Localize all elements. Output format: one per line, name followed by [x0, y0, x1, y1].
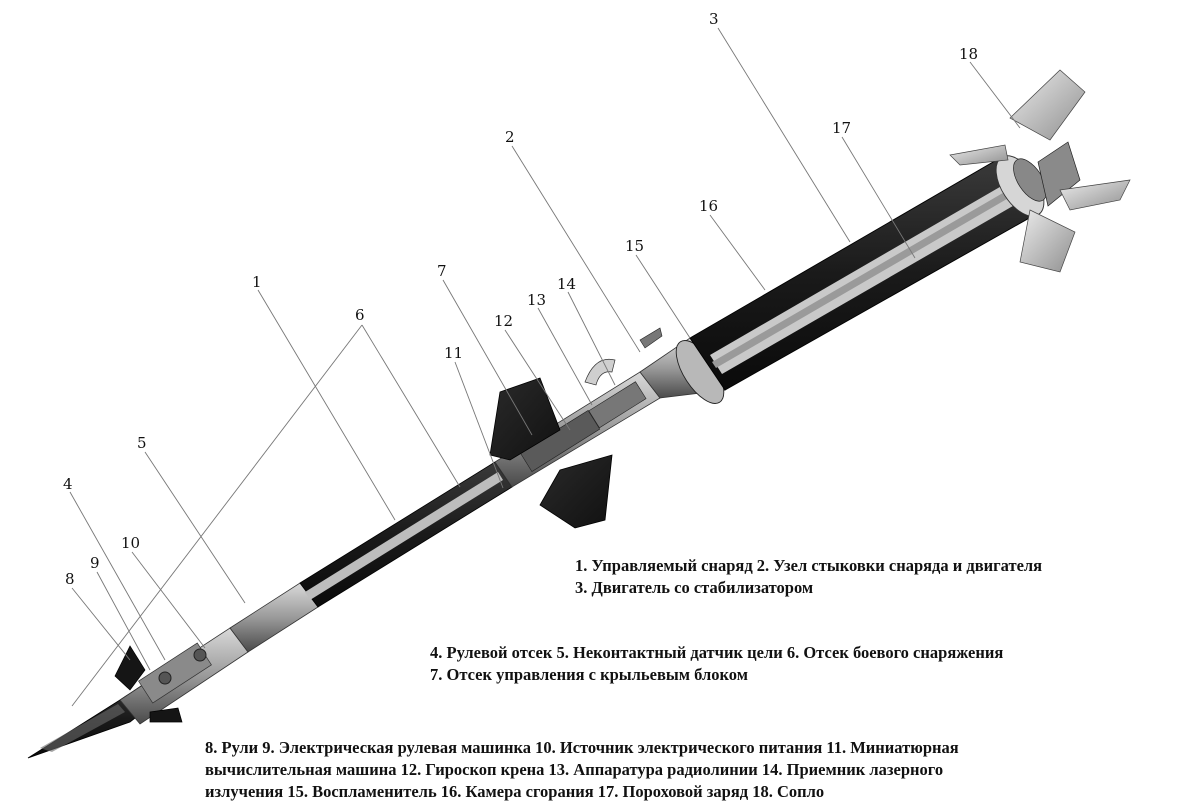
callout-8: 8 [65, 570, 75, 588]
legend-block-2: 4. Рулевой отсек 5. Неконтактный датчик … [430, 642, 1003, 686]
callout-6: 6 [355, 306, 365, 324]
guided-projectile-body [27, 371, 661, 759]
callout-17: 17 [832, 119, 851, 137]
wing-upper [489, 377, 561, 461]
legend-line-7: излучения 15. Воспламенитель 16. Камера … [205, 782, 825, 801]
rudder-upper [114, 645, 146, 691]
callout-1: 1 [252, 273, 262, 291]
legend-line-2: 3. Двигатель со стабилизатором [575, 578, 814, 597]
legend-block-3: 8. Рули 9. Электрическая рулевая машинка… [205, 737, 959, 803]
legend-block-1: 1. Управляемый снаряд 2. Узел стыковки с… [575, 555, 1042, 599]
callout-14: 14 [557, 275, 576, 293]
stabilizer-fin-top [1009, 69, 1086, 141]
callout-16: 16 [699, 197, 718, 215]
callout-10: 10 [121, 534, 140, 552]
stabilizer-fin-bottom [1019, 209, 1076, 273]
rudder-lower [149, 707, 183, 723]
target-sensor-compartment [229, 582, 319, 653]
stabilizer-fin-right [1059, 179, 1131, 211]
callout-5: 5 [137, 434, 147, 452]
callout-numbers: 1 2 3 4 5 6 7 8 9 10 11 12 13 14 15 16 1… [63, 10, 978, 588]
stabilizer-fin-left [949, 144, 1009, 166]
callout-3: 3 [709, 10, 719, 28]
radio-link-antenna [639, 327, 663, 349]
callout-9: 9 [90, 554, 100, 572]
engine-with-stabilizer [689, 141, 1081, 391]
laser-receiver [584, 358, 616, 386]
legend-line-6: вычислительная машина 12. Гироскоп крена… [205, 760, 944, 779]
nozzle [1037, 141, 1081, 207]
callout-15: 15 [625, 237, 644, 255]
legend-line-4: 7. Отсек управления с крыльевым блоком [430, 665, 748, 684]
callout-12: 12 [494, 312, 513, 330]
legend-line-3: 4. Рулевой отсек 5. Неконтактный датчик … [430, 643, 1004, 662]
legend-line-5: 8. Рули 9. Электрическая рулевая машинка… [205, 738, 959, 757]
callout-7: 7 [437, 262, 447, 280]
callout-13: 13 [527, 291, 546, 309]
callout-2: 2 [505, 128, 515, 146]
wing-lower [539, 454, 613, 529]
legend-line-1: 1. Управляемый снаряд 2. Узел стыковки с… [575, 556, 1043, 575]
callout-4: 4 [63, 475, 73, 493]
callout-18: 18 [959, 45, 978, 63]
leader-lines [69, 27, 1021, 707]
callout-11: 11 [444, 344, 463, 362]
